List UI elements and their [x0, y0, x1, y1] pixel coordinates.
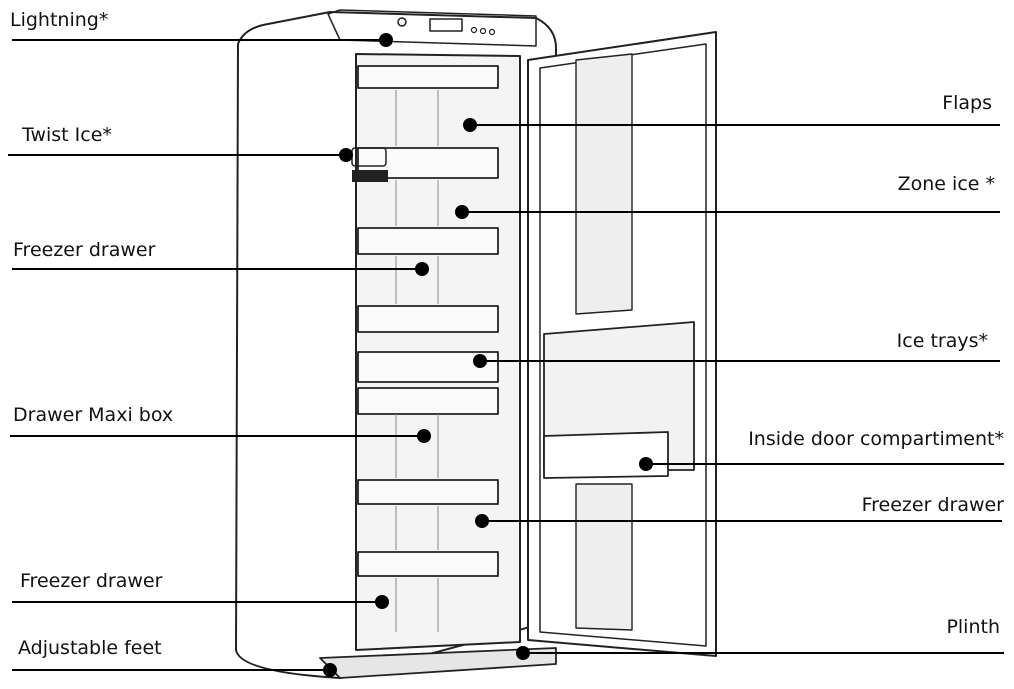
door-inner-panel	[539, 43, 707, 647]
label-adjustable-feet: Adjustable feet	[18, 637, 162, 659]
twist-ice-shadow	[352, 170, 388, 182]
control-knob	[397, 17, 407, 27]
label-freezer-drawer-top: Freezer drawer	[13, 239, 156, 261]
label-inside-door-compartment: Inside door compartiment*	[748, 428, 1004, 450]
label-drawer-maxi-box: Drawer Maxi box	[13, 404, 174, 426]
label-zone-ice: Zone ice *	[897, 173, 995, 195]
leader-lines	[8, 39, 1004, 671]
label-flaps: Flaps	[942, 92, 992, 114]
label-freezer-drawer-bottom: Freezer drawer	[20, 570, 163, 592]
drawer-fronts	[357, 65, 499, 577]
label-lightning: Lightning*	[10, 9, 109, 31]
label-plinth: Plinth	[946, 616, 1000, 638]
control-panel	[327, 9, 537, 47]
display-panel	[429, 18, 463, 32]
door-upper-panel	[575, 53, 633, 315]
drawer-shading	[395, 90, 439, 632]
button-dot	[479, 27, 487, 35]
cabinet-body	[235, 11, 557, 679]
label-ice-trays: Ice trays*	[896, 330, 988, 352]
door-lower-panel	[575, 483, 633, 631]
button-dot	[488, 28, 496, 36]
callout-dots	[323, 33, 653, 677]
label-freezer-drawer-right: Freezer drawer	[861, 494, 1004, 516]
label-twist-ice: Twist Ice*	[22, 124, 112, 146]
button-dot	[470, 26, 478, 34]
door-compartment-bin	[543, 431, 669, 479]
